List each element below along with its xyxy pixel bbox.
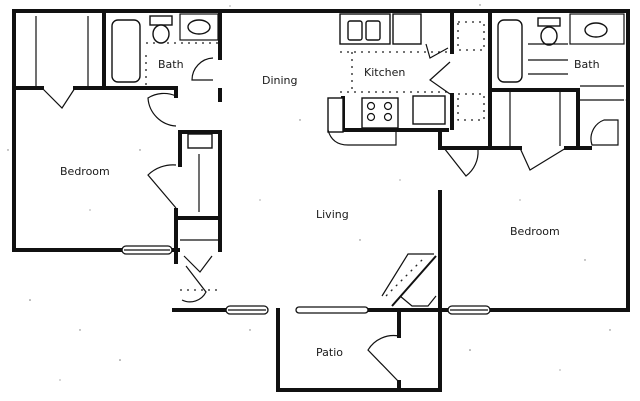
left-bath-fixtures <box>111 13 219 86</box>
paper-speckle <box>7 4 627 381</box>
right-closet <box>509 92 567 171</box>
room-label-dining: Dining <box>262 74 298 87</box>
corner-fireplace <box>381 253 437 307</box>
room-label-bedroom-right: Bedroom <box>510 225 560 238</box>
walls <box>12 9 630 392</box>
right-bath-fixtures <box>497 13 625 146</box>
right-bedroom-door <box>443 147 479 177</box>
left-closet <box>35 16 89 109</box>
patio-door <box>367 334 400 383</box>
room-label-living: Living <box>316 208 349 221</box>
windows <box>121 245 491 315</box>
room-label-bedroom-left: Bedroom <box>60 165 110 178</box>
room-label-kitchen: Kitchen <box>364 66 405 79</box>
room-label-patio: Patio <box>316 346 343 359</box>
room-label-bath-right: Bath <box>574 58 600 71</box>
hall-closets <box>147 92 220 303</box>
room-label-bath-left: Bath <box>158 58 184 71</box>
room-labels: Bedroom Bath Dining Kitchen Bath Living … <box>60 58 600 359</box>
kitchen-fixtures <box>327 13 485 146</box>
